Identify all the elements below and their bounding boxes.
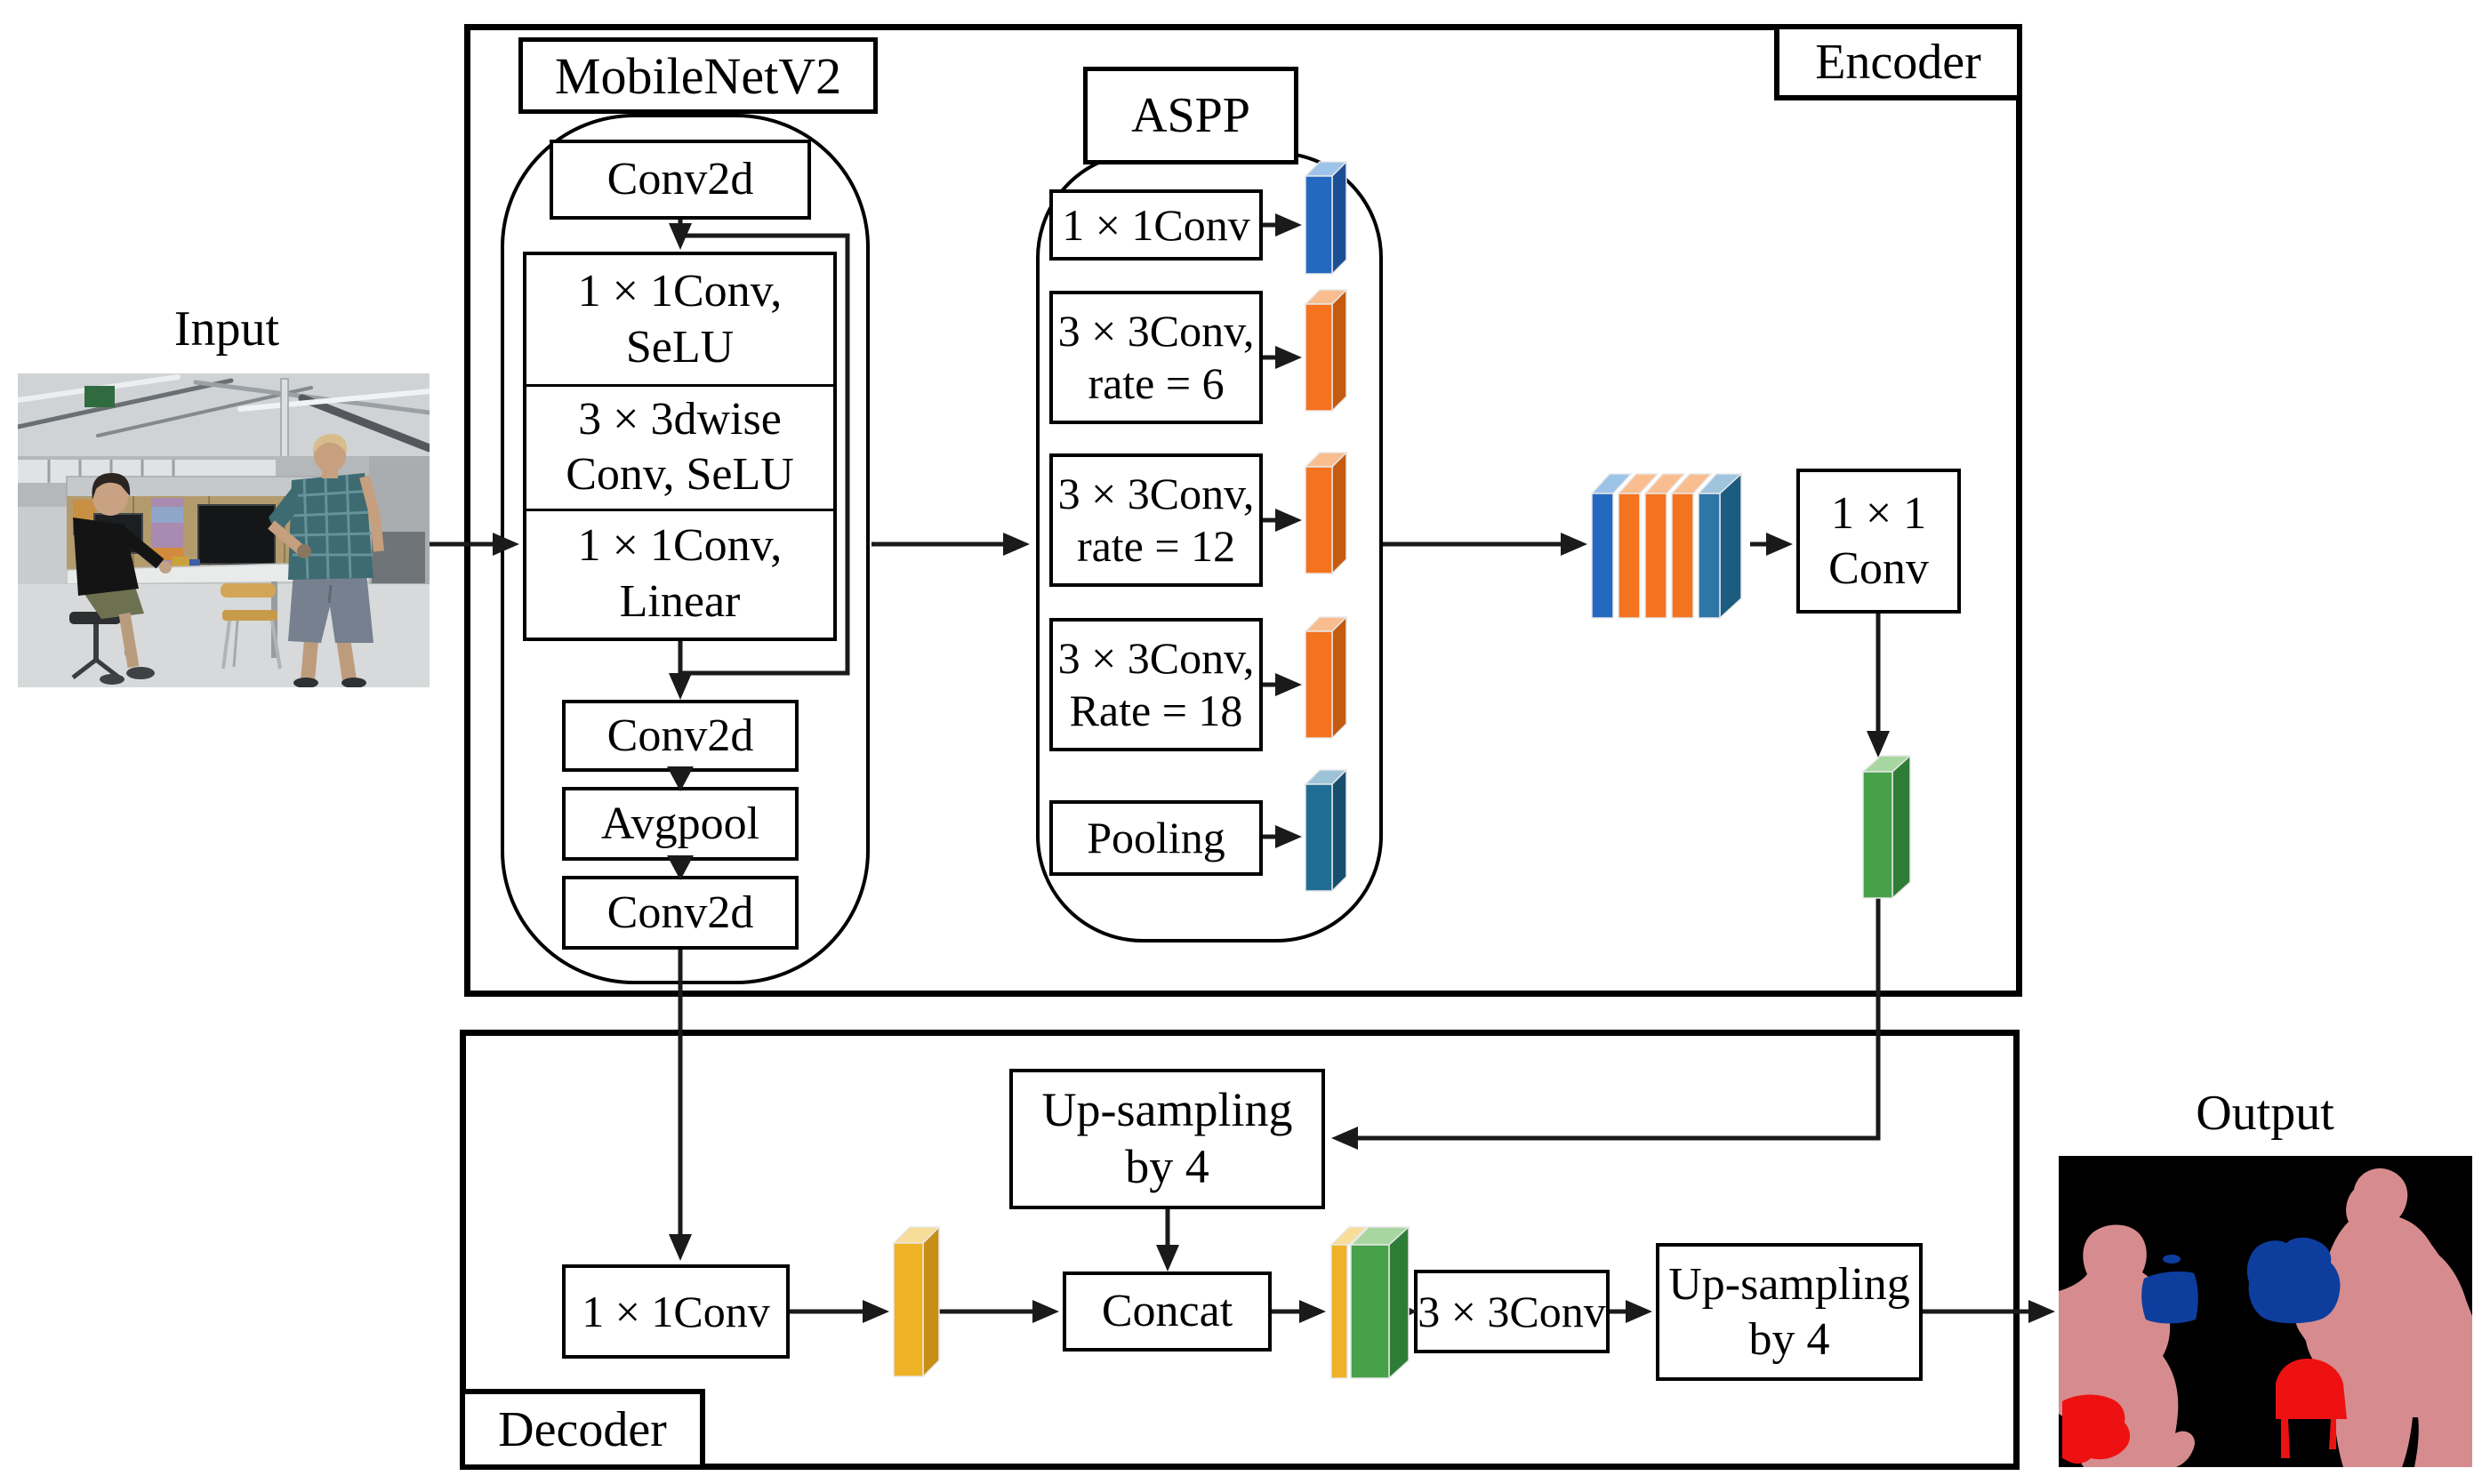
avgpool-text: Avgpool	[600, 798, 760, 849]
decoder-conv3x3-text: 3 × 3Conv	[1418, 1286, 1606, 1336]
bottleneck-cell-3: 1 × 1Conv, Linear	[526, 511, 833, 638]
output-segmentation-image	[2059, 1156, 2472, 1467]
cell1-line2: SeLU	[625, 321, 735, 373]
aspp-row2-line2: rate = 6	[1088, 358, 1225, 408]
aspp-row3-line1: 3 × 3Conv,	[1057, 469, 1255, 518]
input-label-text: Input	[173, 301, 280, 357]
cell2-line2: Conv, SeLU	[566, 449, 794, 501]
decoder-label-text: Decoder	[498, 1401, 667, 1457]
input-label: Input	[116, 301, 338, 357]
mask-monitor-speck	[2163, 1255, 2181, 1263]
mobilenet-bottleneck-block: 1 × 1Conv, SeLU 3 × 3dwise Conv, SeLU 1 …	[523, 252, 837, 641]
aspp-title-text: ASPP	[1131, 88, 1250, 143]
mobilenet-conv2d-top-box: Conv2d	[550, 140, 811, 220]
aspp-row-pooling: Pooling	[1049, 800, 1263, 876]
mask-monitor-left	[2141, 1271, 2198, 1324]
decoder-container-box	[460, 1030, 2020, 1470]
bottleneck-cell-2: 3 × 3dwise Conv, SeLU	[526, 387, 833, 511]
wooden-chair	[221, 583, 282, 670]
aspp-row-1x1conv: 1 × 1Conv	[1049, 189, 1263, 261]
upsampling1-line1: Up-sampling	[1041, 1083, 1293, 1137]
upsampling2-line1: Up-sampling	[1668, 1259, 1910, 1311]
upsampling1-line2: by 4	[1125, 1140, 1209, 1193]
mobilenetv2-title: MobileNetV2	[518, 37, 878, 114]
aspp-row4-line2: Rate = 18	[1069, 686, 1243, 735]
mask-monitor-center	[2246, 1237, 2341, 1324]
aspp-row1-text: 1 × 1Conv	[1062, 199, 1250, 250]
seated-person	[69, 473, 172, 685]
mask-chair-right	[2276, 1359, 2347, 1458]
mask-chair-left	[2062, 1394, 2131, 1464]
concat-text: Concat	[1101, 1286, 1233, 1337]
ceiling-trusses	[18, 373, 430, 504]
standing-person	[268, 434, 384, 687]
conv2d-top-text: Conv2d	[606, 154, 754, 205]
encoder-container-box	[464, 24, 2022, 997]
mobilenetv2-title-text: MobileNetV2	[554, 46, 842, 105]
cell3-line1: 1 × 1Conv,	[577, 520, 783, 572]
conv2d-bottom-text: Conv2d	[606, 886, 754, 938]
encoder-label-text: Encoder	[1815, 35, 1981, 90]
decoder-concat-box: Concat	[1063, 1271, 1272, 1352]
aspp-row2-line1: 3 × 3Conv,	[1057, 306, 1255, 356]
aspp-row4-line1: 3 × 3Conv,	[1057, 633, 1255, 683]
decoder-upsampling1-box: Up-sampling by 4	[1009, 1069, 1325, 1209]
decoder-conv1x1-box: 1 × 1Conv	[562, 1264, 790, 1359]
decoder-label: Decoder	[460, 1389, 705, 1470]
decoder-upsampling2-box: Up-sampling by 4	[1656, 1243, 1923, 1381]
encoder-conv1x1-box: 1 × 1 Conv	[1796, 469, 1961, 614]
aspp-row-rate12: 3 × 3Conv, rate = 12	[1049, 453, 1263, 587]
encoder-conv1x1-line2: Conv	[1828, 542, 1929, 594]
conv2d-mid-text: Conv2d	[606, 710, 754, 761]
aspp-row3-line2: rate = 12	[1076, 521, 1236, 571]
cell1-line1: 1 × 1Conv,	[577, 266, 783, 317]
decoder-conv1x1-text: 1 × 1Conv	[582, 1286, 770, 1336]
output-label: Output	[2152, 1086, 2378, 1141]
bottleneck-cell-1: 1 × 1Conv, SeLU	[526, 255, 833, 388]
output-label-text: Output	[2196, 1086, 2334, 1141]
input-photo	[18, 373, 430, 687]
mobilenet-avgpool-box: Avgpool	[562, 787, 799, 861]
cell3-line2: Linear	[619, 575, 741, 627]
aspp-row-rate18: 3 × 3Conv, Rate = 18	[1049, 618, 1263, 751]
encoder-conv1x1-line1: 1 × 1	[1830, 488, 1927, 540]
decoder-conv3x3-box: 3 × 3Conv	[1414, 1270, 1610, 1353]
mobilenet-conv2d-bottom-box: Conv2d	[562, 876, 799, 950]
encoder-label: Encoder	[1774, 24, 2022, 100]
mobilenet-conv2d-mid-box: Conv2d	[562, 700, 799, 772]
cell2-line1: 3 × 3dwise	[578, 394, 782, 445]
aspp-row-rate6: 3 × 3Conv, rate = 6	[1049, 291, 1263, 424]
aspp-row5-text: Pooling	[1087, 813, 1225, 862]
upsampling2-line2: by 4	[1748, 1313, 1830, 1365]
aspp-title: ASPP	[1083, 67, 1298, 164]
